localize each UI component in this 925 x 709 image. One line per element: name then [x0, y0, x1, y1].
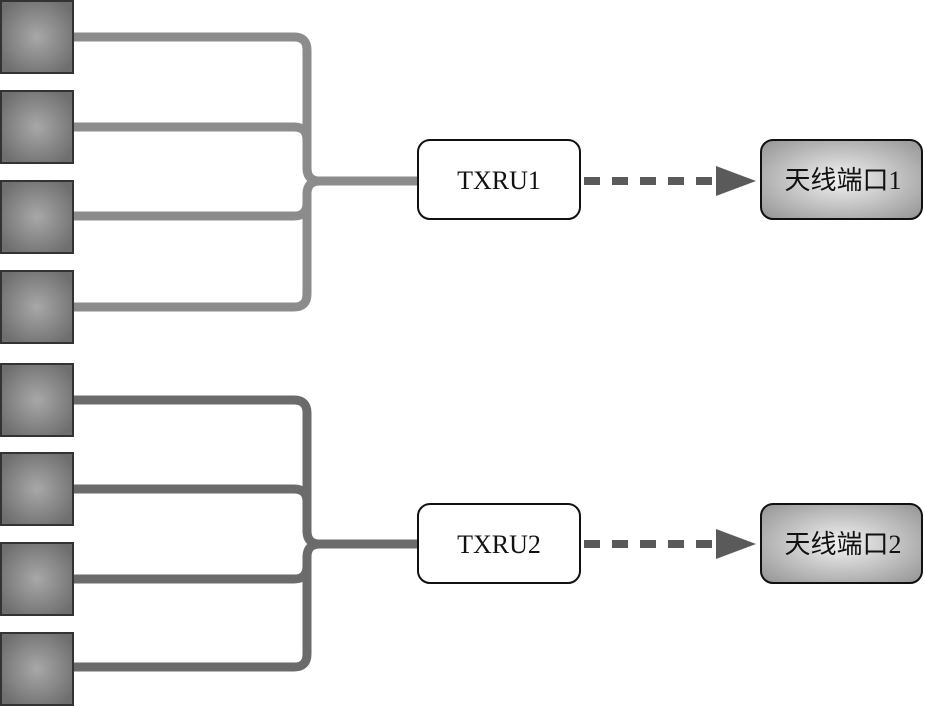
txru-box-2 — [417, 503, 581, 584]
feed-lines-2 — [68, 395, 423, 672]
arrow-head-1 — [716, 166, 756, 196]
feed-line-2-2 — [68, 484, 312, 536]
arrow-1 — [584, 166, 756, 196]
antenna-element-2-1 — [0, 363, 74, 437]
feed-lines-1 — [68, 32, 423, 312]
antenna-element-1-4 — [0, 270, 74, 344]
group-1: TXRU1 天线端口1 — [0, 0, 923, 344]
feed-line-2-1 — [68, 395, 312, 536]
feed-line-1-3 — [68, 189, 312, 221]
feed-line-1-1 — [68, 32, 312, 173]
txru-label-2: TXRU2 — [457, 530, 541, 559]
antenna-element-2-2 — [0, 452, 74, 526]
arrow-head-2 — [716, 529, 756, 559]
group-2: TXRU2 天线端口2 — [0, 363, 923, 706]
arrow-2 — [584, 529, 756, 559]
feed-line-1-2 — [68, 122, 312, 173]
antenna-port-box-1 — [760, 139, 923, 220]
antenna-port-box-2 — [760, 503, 923, 584]
antenna-element-1-2 — [0, 90, 74, 164]
txru-label-1: TXRU1 — [457, 166, 541, 195]
feed-line-2-3 — [68, 552, 312, 584]
feed-line-2-4 — [68, 552, 312, 672]
combiner-1-lower — [302, 176, 325, 199]
txru-box-1 — [417, 139, 581, 220]
antenna-port-label-1: 天线端口1 — [784, 166, 901, 195]
antenna-port-label-2: 天线端口2 — [784, 530, 901, 559]
antenna-element-2-4 — [0, 632, 74, 706]
antenna-element-1-3 — [0, 180, 74, 254]
antenna-element-1-1 — [0, 0, 74, 74]
antenna-element-2-3 — [0, 542, 74, 616]
combiner-2-lower — [302, 539, 325, 562]
feed-line-1-4 — [68, 189, 312, 312]
